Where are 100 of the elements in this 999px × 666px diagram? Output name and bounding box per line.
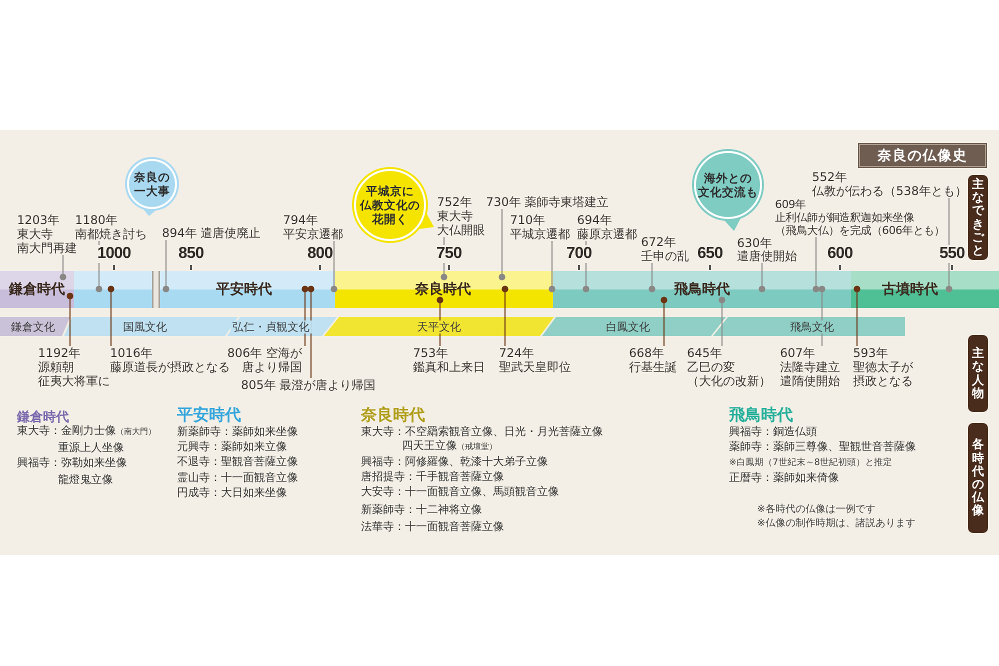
statue-entry: 新薬師寺：十二神将立像: [361, 503, 482, 517]
location-note: （南大門）: [116, 426, 156, 438]
event-text: 552年仏教が伝わる（538年とも）: [812, 170, 967, 198]
leader-line: [498, 209, 506, 280]
statue-entry: 東大寺：不空羂索観音立像、日光・月光菩薩立像: [361, 425, 603, 439]
year-tick-label: 550: [938, 245, 966, 263]
leader-line: [648, 263, 656, 292]
culture-band: [713, 317, 905, 336]
leader-line: [60, 255, 66, 280]
event-text: 1192年源頼朝征夷大将軍に: [38, 346, 110, 388]
period-heading: 鎌倉時代: [17, 410, 69, 425]
statue-entry: 興福寺：銅造仏頭: [729, 425, 817, 439]
title-banner: 奈良の仏像史: [859, 144, 986, 167]
section-tab: [968, 335, 988, 412]
statue-entry: 龍燈鬼立像: [58, 473, 113, 487]
period-label: 奈良時代: [415, 282, 471, 297]
period-label: 飛鳥時代: [674, 282, 730, 297]
year-tick-label: 1000: [96, 245, 132, 263]
culture-label: 飛鳥文化: [788, 320, 836, 333]
period-bar: [0, 271, 74, 308]
statue-entry: 元興寺：薬師如来立像: [177, 440, 287, 454]
leader-line: [502, 286, 508, 346]
period-bar: [553, 271, 851, 308]
event-text: 894年 遣唐使廃止: [162, 226, 261, 240]
leader-line: [582, 241, 590, 292]
leader-line: [308, 286, 314, 378]
statue-entry: 大安寺：十一面観音立像、馬頭観音立像: [361, 485, 559, 499]
event-text: 730年 薬師寺東塔建立: [486, 195, 609, 209]
leader-line: [436, 296, 444, 346]
statue-entry: 正暦寺：薬師如来倚像: [729, 471, 839, 485]
statue-entry: 霊山寺：十一面観音立像: [177, 471, 298, 485]
event-text: 794年平安京遷都: [283, 213, 343, 241]
statue-entry: 薬師寺：薬師三尊像、聖観世音菩薩像: [729, 440, 916, 454]
leader-line: [162, 240, 170, 292]
location-note: （戒壇堂）: [457, 441, 497, 453]
culture-label: 国風文化: [121, 320, 169, 333]
period-label: 平安時代: [216, 282, 272, 297]
period-bar: [851, 271, 999, 308]
callout-text: 海外との文化交流も: [698, 171, 758, 199]
event-text: 694年藤原京遷都: [577, 213, 637, 241]
tab-label: 主な人物: [972, 347, 984, 400]
event-text: 609年止利仏師が銅造釈迦如来坐像（飛鳥大仏）を完成（606年とも）: [775, 198, 945, 237]
event-text: 806年 空海が唐より帰国: [227, 346, 306, 374]
year-tick-label: 800: [306, 245, 334, 263]
statue-entry: 新薬師寺：薬師如来坐像: [177, 425, 298, 439]
statue-entry: 東大寺：金剛力士像: [17, 424, 116, 438]
callout-bubble: [124, 156, 180, 217]
callout-text: 平城京に仏教文化の花開く: [360, 184, 420, 226]
event-text: 710年平城京遷都: [510, 213, 570, 241]
event-text: 630年遣唐使開始: [737, 237, 797, 263]
culture-label: 鎌倉文化: [9, 320, 57, 333]
leader-line: [548, 241, 556, 292]
leader-line: [854, 286, 860, 346]
note-text: ※仏像の制作時期は、諸説あります: [757, 517, 916, 531]
leader-line: [66, 292, 74, 346]
period-bar: [335, 271, 553, 308]
leader-line: [812, 237, 820, 292]
statue-entry: 円成寺：大日如来坐像: [177, 486, 287, 500]
tab-label: 各時代の仏像: [972, 438, 984, 518]
leader-line: [660, 296, 668, 346]
statue-entry: 重源上人坐像: [58, 441, 124, 455]
statue-entry: 興福寺：阿修羅像、乾漆十大弟子立像: [361, 455, 548, 469]
culture-band: [542, 317, 726, 336]
culture-band: [324, 317, 554, 336]
period-bar: [160, 271, 335, 308]
leader-line: [818, 286, 826, 346]
culture-band: [0, 317, 70, 336]
culture-label: 弘仁・貞観文化: [230, 320, 312, 333]
event-text: 645年乙巳の変（大化の改新）: [687, 346, 771, 388]
event-text: 805年 最澄が唐より帰国: [241, 378, 376, 392]
leader-line: [718, 296, 726, 346]
statue-entry: 四天王立像: [402, 439, 457, 453]
section-tab: [968, 423, 988, 533]
period-heading: 奈良時代: [361, 405, 425, 424]
statue-entry: 不退寺：聖観音菩薩立像: [177, 455, 298, 469]
tab-label: 主なできごと: [972, 178, 984, 258]
event-text: 753年鑑真和上来日: [413, 346, 485, 374]
section-tab: [968, 175, 988, 260]
leader-line: [330, 241, 338, 292]
leader-line: [108, 286, 114, 346]
leader-line: [96, 241, 102, 292]
leader-line: [440, 237, 448, 280]
event-text: 593年聖徳太子が摂政となる: [853, 346, 913, 388]
note-text: ※白鳳期（7世紀末～8世紀初頭）と推定: [729, 456, 892, 470]
statue-entry: 法華寺：十一面観音菩薩立像: [361, 520, 504, 534]
culture-band: [227, 317, 337, 336]
period-bar: [74, 271, 152, 308]
event-text: 752年東大寺大仏開眼: [437, 195, 485, 237]
leader-line: [302, 286, 308, 346]
statue-entry: 興福寺：弥勒如来坐像: [17, 456, 127, 470]
period-heading: 飛鳥時代: [729, 405, 793, 424]
statue-entry: 唐招提寺：千手観音菩薩立像: [361, 470, 504, 484]
callout-bubble: [691, 148, 765, 232]
period-heading: 平安時代: [177, 405, 241, 424]
culture-label: 白鳳文化: [604, 320, 652, 333]
leader-line: [758, 263, 766, 292]
event-text: 672年壬申の乱: [641, 235, 689, 263]
event-text: 1180年南都焼き討ち: [75, 213, 147, 241]
event-text: 607年法隆寺建立遣隋使開始: [780, 346, 840, 388]
year-tick-label: 700: [565, 245, 593, 263]
